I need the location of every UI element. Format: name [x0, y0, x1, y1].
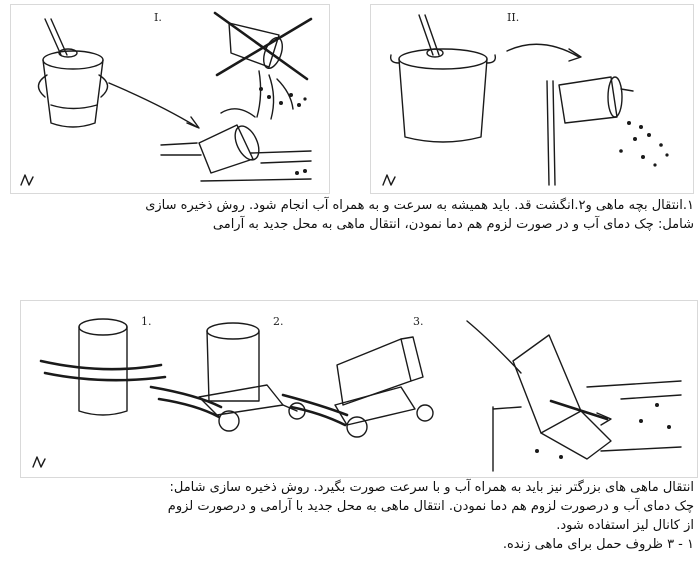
bucket-pouring-illustration [20, 11, 313, 186]
water-splash-droplets [256, 70, 307, 120]
transfer-arrow-2 [506, 43, 580, 58]
bucket-with-net [37, 18, 109, 128]
artist-signature [20, 174, 34, 186]
top-caption-line-1: ۱.انتقال بچه ماهی و۲.انگشت قد. باید همیش… [145, 198, 694, 213]
step-label-3: 3. [413, 315, 424, 328]
step-label-2: 2. [273, 315, 284, 328]
barrel-on-carry-poles [39, 318, 167, 416]
tipping-container [558, 76, 634, 124]
pot-pipe-illustration [382, 14, 669, 186]
water-surface [160, 142, 312, 182]
bottom-caption-line-4: ۱ - ۳ ظروف حمل برای ماهی زنده. [502, 537, 694, 552]
tilted-cart-container [281, 336, 434, 438]
panel-fingerling-transfer: II. [370, 4, 694, 194]
bottom-caption-line-2: چک دمای آب و درصورت لزوم هم دما نمودن. ا… [167, 499, 694, 514]
top-caption: ۱.انتقال بچه ماهی و۲.انگشت قد. باید همیش… [6, 196, 694, 234]
step-label-1: 1. [141, 315, 152, 328]
water-droplets [619, 121, 669, 167]
panel-fish-fry-transfer: I. [10, 4, 330, 194]
bottom-caption-line-3: از کانال لیز استفاده شود. [556, 518, 694, 533]
slide-channel-to-pond [466, 320, 682, 472]
tipped-bucket [198, 108, 260, 174]
crossed-out-bucket [213, 11, 313, 81]
support-post [546, 80, 550, 186]
pot-with-net [389, 14, 497, 143]
transfer-arrow [108, 82, 198, 128]
panel-numeral-1: I. [154, 11, 162, 24]
panel-numeral-2: II. [507, 11, 520, 24]
top-caption-line-2: شامل: چک دمای آب و در صورت لزوم هم دما ن… [212, 217, 694, 232]
artist-signature-3 [32, 456, 46, 468]
artist-signature-2 [382, 174, 396, 186]
transport-containers-illustration [32, 318, 682, 472]
bottom-caption: انتقال ماهی های بزرگتر نیز باید به همراه… [6, 478, 694, 554]
cart-with-container [149, 322, 306, 432]
bottom-caption-line-1: انتقال ماهی های بزرگتر نیز باید به همراه… [169, 480, 694, 495]
panel-large-fish-transfer: 1. 2. 3. [20, 300, 698, 478]
